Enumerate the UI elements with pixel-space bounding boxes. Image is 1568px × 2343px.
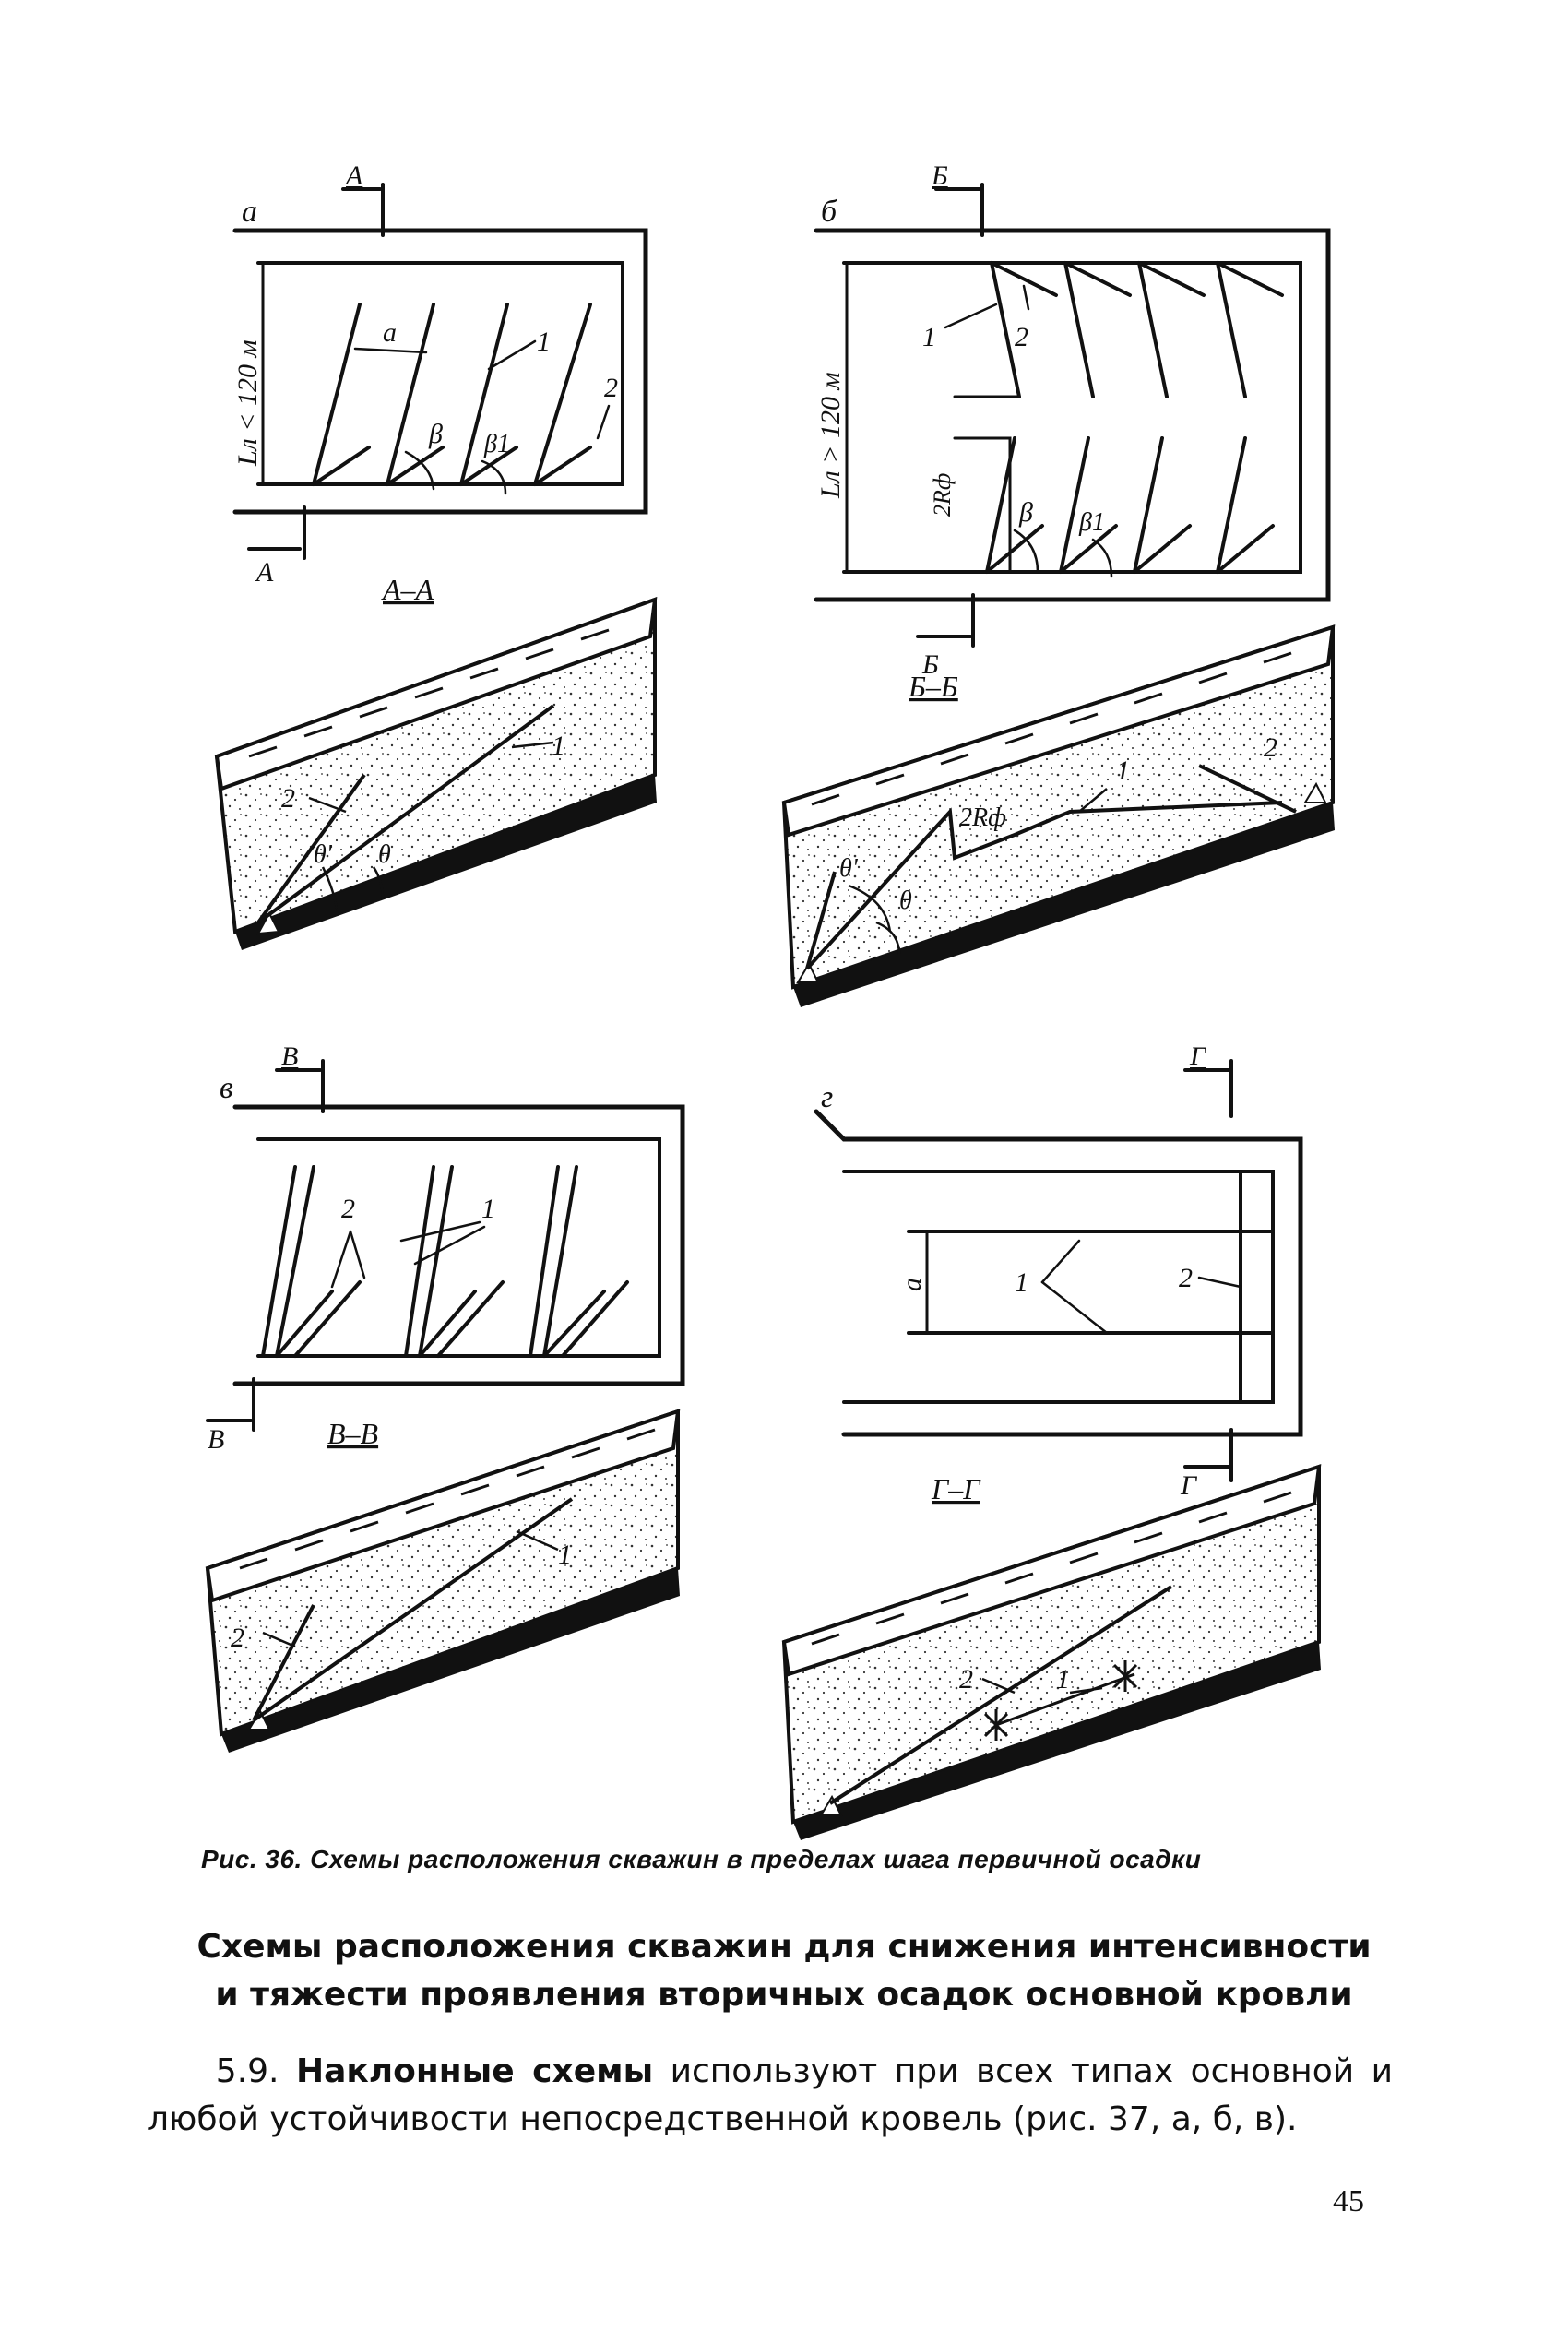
panel-g-section-bottom: Г (1180, 1470, 1198, 1501)
panel-g-callout-1: 1 (1015, 1267, 1028, 1298)
section-a (214, 597, 658, 950)
figure-caption: Рис. 36. Схемы расположения скважин в пр… (201, 1845, 1202, 1873)
panel-v-plan (206, 1059, 685, 1432)
panel-a-length-label: Lл < 120 м (232, 339, 263, 467)
section-g (781, 1464, 1322, 1840)
section-b-angle-theta-prime: θ' (839, 854, 859, 883)
section-a-angle-theta-prime: θ' (314, 840, 333, 869)
panel-b-angle-beta: β (1018, 497, 1033, 528)
panel-a-plan (232, 183, 648, 560)
panel-b-angle-beta1: β1 (1078, 508, 1105, 537)
paragraph-5-9: 5.9. Наклонные схемы используют при всех… (148, 2048, 1393, 2144)
panel-g-callout-2: 2 (1179, 1263, 1193, 1293)
section-g-callout-1: 1 (1056, 1664, 1070, 1695)
panel-v-section-bottom: В (208, 1424, 224, 1455)
panel-a-section-top: А (344, 161, 363, 191)
panel-v-letter: в (220, 1071, 233, 1105)
section-v-callout-1: 1 (558, 1540, 572, 1570)
paragraph-number: 5.9. (215, 2052, 279, 2090)
panel-v-callout-1: 1 (481, 1194, 495, 1224)
section-a-angle-theta: θ (378, 840, 391, 869)
panel-g-plan (814, 1059, 1303, 1482)
section-v-callout-2: 2 (231, 1623, 244, 1653)
section-b (781, 624, 1336, 1007)
section-heading: Схемы расположения скважин для снижения … (184, 1923, 1384, 2019)
panel-b-dim-label: 2Rф (929, 473, 956, 517)
page-number: 45 (1333, 2184, 1364, 2218)
section-a-title: А–А (381, 573, 434, 606)
paragraph-text: используют при всех типах основной и люб… (148, 2052, 1393, 2138)
section-v-title: В–В (327, 1417, 378, 1450)
panel-g-section-top: Г (1189, 1041, 1207, 1072)
panel-a-section-bottom: А (255, 557, 274, 588)
section-heading-line-2: и тяжести проявления вторичных осадок ос… (215, 1976, 1353, 2014)
section-a-callout-2: 2 (281, 783, 295, 814)
panel-a-letter: а (242, 195, 257, 229)
panel-b-callout-1: 1 (922, 322, 936, 352)
section-g-callout-2: 2 (959, 1664, 973, 1695)
section-heading-line-1: Схемы расположения скважин для снижения … (196, 1928, 1372, 1966)
paragraph-lead: Наклонные схемы (295, 2052, 654, 2090)
section-a-callout-1: 1 (552, 731, 565, 761)
panel-a-angle-beta: β (428, 419, 443, 449)
panel-a-callout-1: 1 (537, 327, 551, 357)
section-b-title: Б–Б (908, 670, 958, 703)
panel-v-callout-2: 2 (341, 1194, 355, 1224)
section-b-angle-theta: θ (899, 886, 912, 915)
panel-b-plan (814, 183, 1331, 648)
panel-a-angle-beta1: β1 (483, 430, 510, 458)
section-b-dim-label: 2Rф (959, 803, 1006, 832)
panel-b-length-label: Lл > 120 м (815, 372, 846, 499)
panel-g-dim-label: а (897, 1278, 927, 1291)
section-b-callout-1: 1 (1116, 755, 1130, 786)
panel-g-letter: г (821, 1080, 833, 1114)
panel-b-section-bottom: Б (921, 649, 939, 680)
panel-a-callout-2: 2 (604, 373, 618, 403)
section-g-title: Г–Г (931, 1472, 981, 1505)
section-v (205, 1409, 681, 1753)
panel-b-callout-2: 2 (1015, 322, 1028, 352)
panel-v-section-top: В (281, 1041, 298, 1072)
panel-b-section-top: Б (931, 161, 948, 191)
panel-b-letter: б (821, 195, 838, 229)
section-b-callout-2: 2 (1264, 732, 1277, 763)
panel-a-dim-label: а (383, 317, 397, 348)
